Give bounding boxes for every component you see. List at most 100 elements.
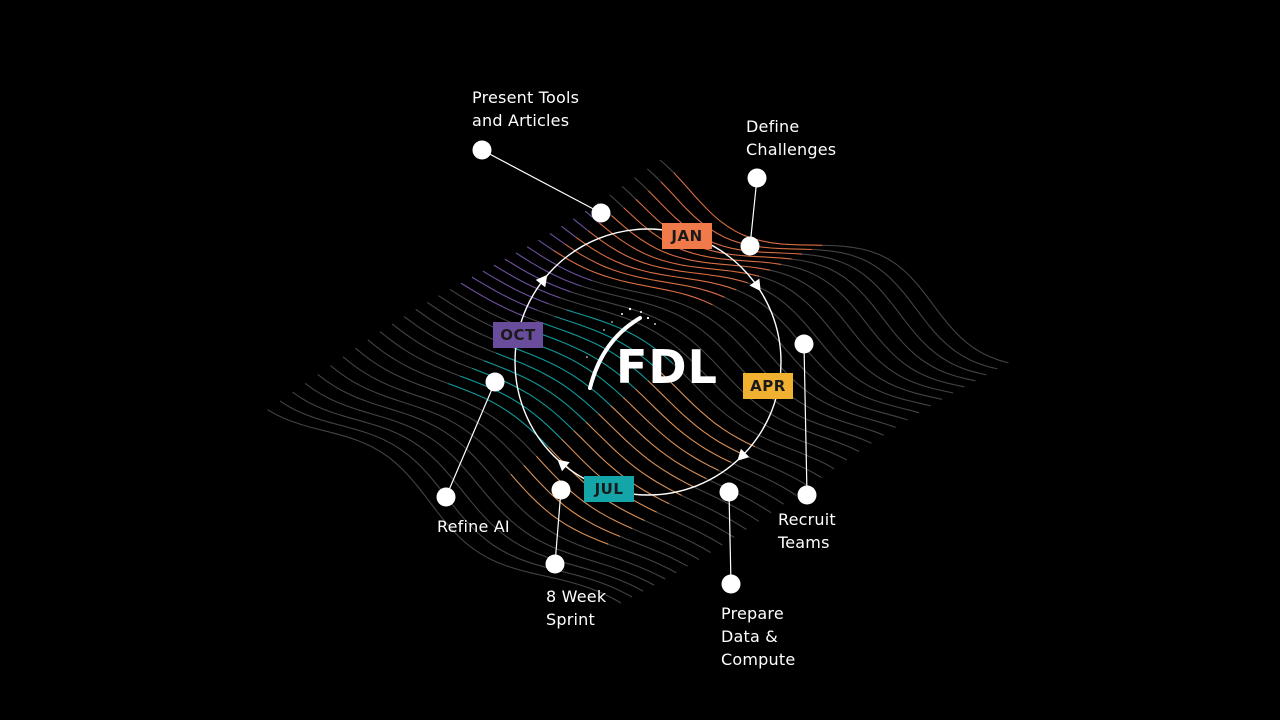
node-dot-recruit-outer	[797, 485, 817, 505]
connector-sprint	[554, 489, 562, 565]
wave-line	[317, 373, 666, 580]
wave-line	[304, 382, 655, 586]
wave-line	[660, 181, 813, 251]
wave-line	[619, 535, 688, 567]
wave-line	[598, 413, 695, 488]
wave-line	[718, 469, 784, 505]
wave-line	[553, 250, 713, 306]
wave-line	[379, 331, 461, 377]
month-badge-jul: JUL	[584, 476, 634, 502]
wave-line	[581, 285, 872, 444]
month-badge-apr: APR	[743, 373, 793, 399]
cycle-arrow-icon	[557, 459, 570, 472]
wave-line	[673, 172, 823, 246]
wave-line	[735, 289, 920, 414]
wave-line	[747, 282, 931, 407]
wave-line	[292, 391, 644, 592]
wave-line	[507, 344, 612, 407]
wave-line	[587, 230, 748, 284]
wave-line	[391, 323, 473, 369]
wave-line	[742, 453, 810, 487]
wave-line	[591, 280, 884, 436]
wave-line	[621, 185, 637, 200]
wave-line	[570, 291, 860, 452]
wave-line	[812, 248, 998, 370]
node-dot-refine-inner	[485, 372, 505, 392]
step-label-refine-ai: Refine AI	[437, 517, 510, 536]
node-dot-define-inner	[740, 236, 760, 256]
step-label-define-challenges: Define Challenges	[746, 117, 837, 159]
connector-prepare	[728, 491, 732, 585]
wave-line	[279, 400, 633, 598]
wave-line	[758, 275, 943, 400]
node-dot-prepare-outer	[721, 574, 741, 594]
wave-line	[548, 303, 567, 311]
connector-recruit	[803, 343, 808, 496]
wave-line	[647, 380, 744, 455]
wave-line	[802, 253, 987, 376]
wave-line	[355, 347, 537, 457]
wave-line	[495, 352, 599, 415]
wave-line	[754, 446, 822, 479]
wave-line	[559, 297, 848, 461]
wave-line	[564, 243, 725, 298]
wave-line	[609, 194, 624, 209]
node-dot-present-inner	[591, 203, 611, 223]
wave-line	[510, 473, 609, 545]
wave-line	[483, 360, 587, 423]
wave-line	[608, 543, 677, 574]
node-dot-prepare-inner	[719, 482, 739, 502]
wave-line	[693, 486, 759, 522]
wave-line	[585, 421, 682, 496]
node-dot-define-outer	[747, 168, 767, 188]
wave-line	[724, 296, 908, 421]
wave-line	[659, 159, 675, 174]
wave-line	[523, 464, 621, 538]
step-label-prepare-data: Prepare Data & Compute	[721, 604, 796, 669]
wave-line	[493, 264, 560, 299]
wave-line	[342, 356, 525, 466]
connector-lines	[445, 149, 808, 585]
wave-line	[415, 308, 497, 354]
wave-line	[646, 168, 662, 183]
logo-swoosh-icon	[586, 307, 656, 390]
wave-line	[460, 282, 527, 318]
wave-line	[561, 225, 577, 238]
wave-line	[515, 252, 582, 287]
wave-line	[554, 315, 661, 373]
wave-line	[644, 519, 711, 553]
wave-line	[367, 339, 449, 385]
wave-line	[448, 383, 550, 448]
wave-line	[575, 236, 737, 291]
wave-line	[535, 455, 633, 530]
wave-line	[780, 263, 965, 388]
wave-line	[537, 309, 556, 318]
cycle-arrow-icon	[749, 278, 761, 292]
wave-line	[623, 207, 782, 265]
step-label-8-week-sprint: 8 Week Sprint	[546, 587, 607, 629]
wave-line	[730, 461, 797, 496]
wave-line	[681, 494, 747, 530]
wave-line	[791, 258, 976, 382]
wave-line	[770, 269, 954, 394]
connector-define	[749, 177, 758, 247]
fdl-logo: FDL	[616, 340, 718, 394]
node-dot-present-outer	[472, 140, 492, 160]
node-dot-sprint-outer	[545, 554, 565, 574]
month-badge-jan: JAN	[662, 223, 712, 249]
wave-line	[672, 363, 835, 470]
wave-line	[538, 239, 554, 251]
node-dot-sprint-inner	[551, 480, 571, 500]
wave-line	[526, 246, 593, 282]
wave-line	[712, 304, 896, 428]
wave-line	[482, 270, 549, 305]
step-label-recruit-teams: Recruit Teams	[778, 510, 836, 552]
wave-line	[659, 371, 756, 448]
wave-line	[622, 396, 719, 471]
wave-line	[403, 315, 485, 362]
wave-line	[599, 222, 760, 277]
month-badge-oct: OCT	[493, 322, 543, 348]
node-dots	[436, 140, 817, 594]
wave-line	[632, 528, 700, 560]
cycle-arrows	[535, 274, 761, 472]
